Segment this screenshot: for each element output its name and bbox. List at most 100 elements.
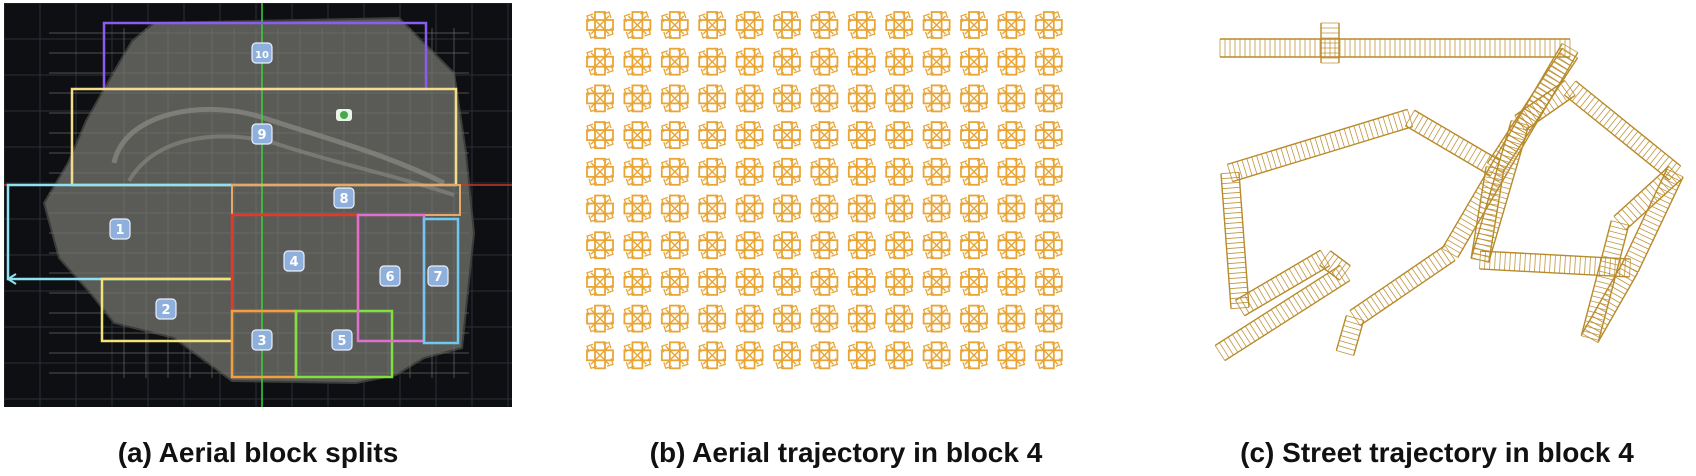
- svg-text:3: 3: [257, 334, 266, 349]
- camera-frustum-icon: [773, 47, 801, 76]
- camera-icon: [336, 109, 352, 121]
- aerial-trajectory-svg: [586, 11, 1063, 370]
- camera-frustum-icon: [586, 47, 614, 76]
- camera-frustum-icon: [810, 11, 839, 39]
- camera-frustum-icon: [885, 47, 914, 76]
- camera-frustum-icon: [960, 157, 988, 186]
- camera-frustum-icon: [660, 194, 689, 223]
- camera-frustum-icon: [660, 267, 689, 296]
- block-5-boundary: [294, 309, 394, 379]
- camera-frustum-icon: [847, 157, 876, 186]
- camera-frustum-icon: [623, 11, 652, 39]
- camera-frustum-icon: [847, 304, 876, 333]
- camera-frustum-icon: [773, 304, 801, 333]
- camera-frustum-icon: [997, 84, 1026, 113]
- camera-frustum-icon: [735, 157, 764, 186]
- camera-frustum-icon: [847, 341, 876, 370]
- camera-frustum-icon: [810, 194, 839, 223]
- camera-frustum-icon: [1034, 231, 1063, 260]
- camera-frustum-icon: [810, 121, 839, 150]
- camera-frustum-icon: [773, 121, 801, 150]
- block-boundaries: [6, 21, 461, 379]
- camera-frustum-icon: [623, 47, 652, 76]
- camera-frustum-icon: [960, 231, 988, 260]
- camera-frustum-icon: [885, 194, 914, 223]
- camera-frustum-icon: [885, 341, 914, 370]
- camera-frustum-icon: [623, 121, 652, 150]
- highway-ring: [111, 106, 446, 186]
- camera-frustum-icon: [660, 341, 689, 370]
- block-label-10: 10: [251, 42, 273, 64]
- camera-frustum-icon: [586, 267, 614, 296]
- camera-frustum-icon: [623, 157, 652, 186]
- camera-frustum-icon: [997, 157, 1026, 186]
- camera-frustum-icon: [847, 47, 876, 76]
- camera-frustum-icon: [1034, 341, 1063, 370]
- caption-aerial-block-splits: (a) Aerial block splits: [117, 437, 399, 468]
- camera-frustum-icon: [735, 267, 764, 296]
- camera-frustum-icon: [698, 47, 727, 76]
- camera-frustum-icon: [885, 84, 914, 113]
- camera-frustum-icon: [847, 267, 876, 296]
- block-label-4: 4: [283, 250, 305, 272]
- camera-frustum-icon: [922, 267, 951, 296]
- camera-frustum-icon: [698, 157, 727, 186]
- camera-frustum-icon: [997, 341, 1026, 370]
- camera-frustum-icon: [997, 304, 1026, 333]
- camera-frustum-icon: [960, 47, 988, 76]
- camera-frustum-icon: [735, 194, 764, 223]
- camera-frustum-icon: [960, 304, 988, 333]
- camera-frustum-icon: [623, 267, 652, 296]
- camera-frustum-icon: [847, 231, 876, 260]
- camera-frustum-icon: [997, 267, 1026, 296]
- camera-frustum-icon: [698, 194, 727, 223]
- block-label-3: 3: [251, 329, 273, 351]
- camera-frustum-icon: [885, 231, 914, 260]
- camera-frustum-icon: [735, 47, 764, 76]
- camera-frustum-icon: [735, 84, 764, 113]
- camera-frustum-icon: [997, 47, 1026, 76]
- camera-frustum-icon: [1034, 304, 1063, 333]
- camera-frustum-icon: [586, 341, 614, 370]
- camera-frustum-icon: [847, 194, 876, 223]
- block-label-8: 8: [333, 187, 355, 209]
- camera-frustum-icon: [1034, 157, 1063, 186]
- block-1-arrow-icon: [7, 273, 17, 285]
- camera-frustum-icon: [586, 194, 614, 223]
- camera-frustum-icon: [810, 157, 839, 186]
- camera-frustum-icon: [885, 11, 914, 39]
- block-label-5: 5: [331, 329, 353, 351]
- camera-frustum-icon: [698, 11, 727, 39]
- camera-frustum-icon: [623, 304, 652, 333]
- camera-frustum-icon: [847, 11, 876, 39]
- svg-text:4: 4: [289, 255, 298, 270]
- camera-frustum-icon: [660, 47, 689, 76]
- city-streets: [49, 28, 469, 378]
- camera-frustum-icon: [810, 84, 839, 113]
- camera-frustum-icon: [698, 341, 727, 370]
- camera-frustum-icon: [660, 11, 689, 39]
- block-label-6: 6: [379, 265, 401, 287]
- camera-frustum-icon: [922, 47, 951, 76]
- camera-frustum-icon: [660, 304, 689, 333]
- camera-frustum-icon: [698, 231, 727, 260]
- camera-frustum-icon: [960, 11, 988, 39]
- camera-frustum-icon: [586, 11, 614, 39]
- camera-frustum-icon: [773, 157, 801, 186]
- camera-frustum-icon: [1034, 11, 1063, 39]
- camera-frustum-icon: [997, 11, 1026, 39]
- camera-frustum-icon: [586, 304, 614, 333]
- svg-text:8: 8: [339, 192, 348, 207]
- street-trajectory-svg: [1214, 22, 1684, 362]
- camera-frustum-icon: [735, 11, 764, 39]
- camera-frustum-icon: [997, 231, 1026, 260]
- camera-frustum-icon: [586, 121, 614, 150]
- camera-frustum-icon: [1034, 121, 1063, 150]
- camera-frustum-icon: [922, 157, 951, 186]
- aerial-waypoint-grid: [586, 11, 1063, 370]
- camera-frustum-icon: [773, 194, 801, 223]
- camera-frustum-icon: [997, 194, 1026, 223]
- camera-frustum-icon: [773, 267, 801, 296]
